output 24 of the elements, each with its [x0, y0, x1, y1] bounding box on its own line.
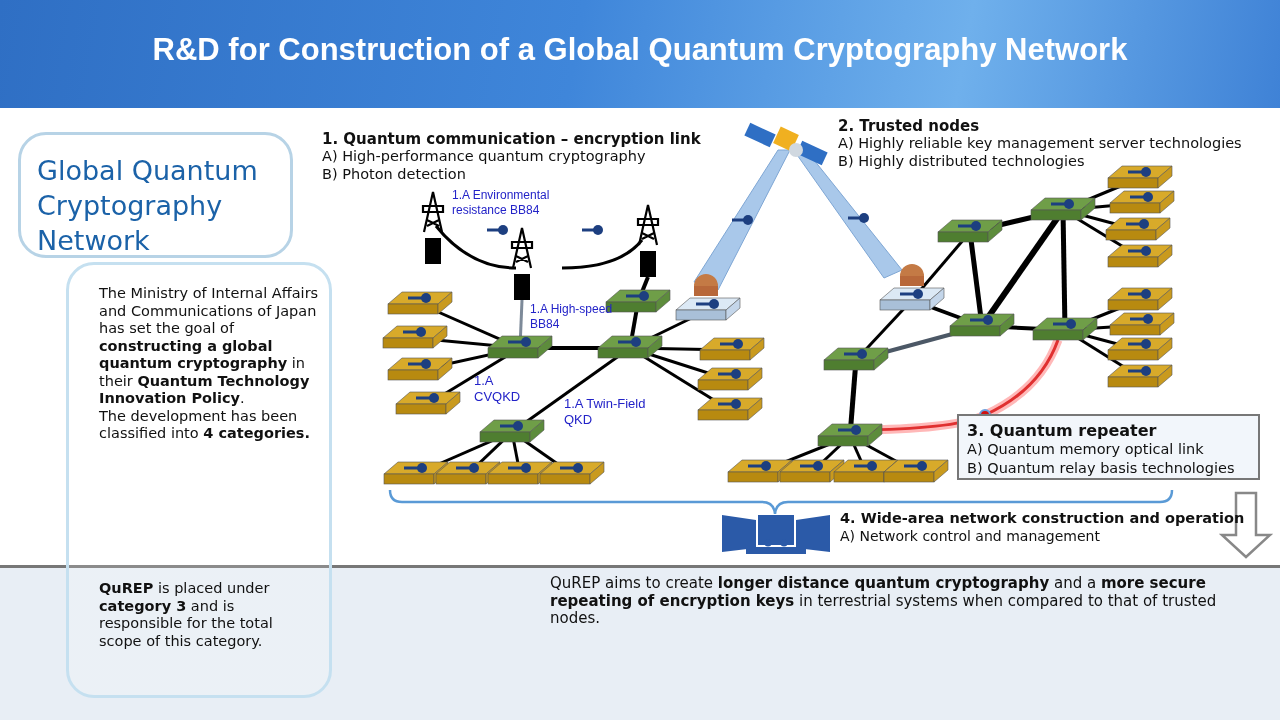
slide-title: R&D for Construction of a Global Quantum Cryptography Network	[151, 32, 1129, 68]
list-item: A) High-performance quantum cryptography	[322, 148, 646, 164]
technology-label: 1.A Twin-Field QKD	[564, 396, 647, 428]
paragraph: QuREP is placed under category 3 and is responsible for the total scope of this category.	[99, 580, 274, 650]
list-item: B) Quantum relay basis technologies	[967, 459, 1236, 478]
list-item: B) Highly distributed technologies	[838, 153, 1085, 169]
card-heading: Global Quantum Cryptography Network	[37, 154, 259, 258]
info-card	[18, 132, 293, 258]
paragraph: QuREP aims to create longer distance quantum cryptography and a more secure repeating of encryption keys in terrestrial systems when compared to that of trusted nodes.	[550, 575, 1218, 628]
info-card	[66, 262, 332, 698]
list-item: A) Network control and management	[840, 528, 1100, 544]
box-heading: 3. Quantum repeater	[967, 421, 1158, 440]
section-heading: 2. Trusted nodes	[838, 117, 980, 135]
list-item: B) Photon detection	[322, 166, 466, 182]
category-box	[957, 414, 1260, 480]
paragraph: The development has been classified into 4 categories.	[99, 407, 311, 443]
paragraph: The Ministry of Internal Affairs and Communications of Japan has set the goal of constructing a global quantum cryptography in their Quantum Technology Innovation Policy.	[99, 285, 319, 408]
technology-label: 1.A CVQKD	[474, 373, 522, 405]
section-heading: 1. Quantum communication – encryption link	[322, 130, 701, 148]
technology-label: 1.A High-speed BB84	[530, 302, 614, 332]
list-item: A) Quantum memory optical link	[967, 440, 1205, 459]
section-heading: 4. Wide-area network construction and operation	[840, 510, 1245, 526]
technology-label: 1.A Environmental resistance BB84	[452, 188, 551, 218]
list-item: A) Highly reliable key management server technologies	[838, 135, 1242, 151]
